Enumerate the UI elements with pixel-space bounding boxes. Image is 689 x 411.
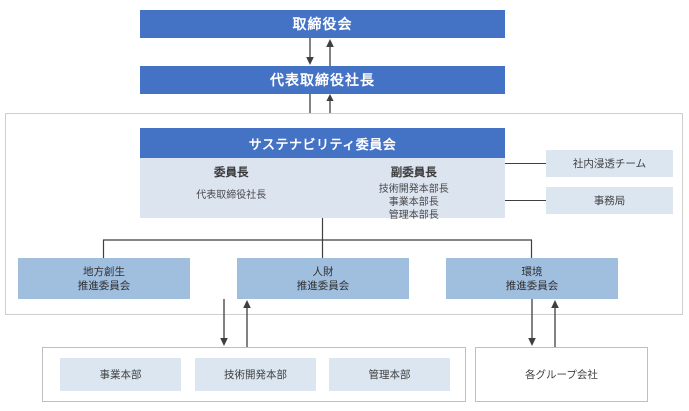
sustainability-vicechair-name-0: 技術開発本部長 (378, 184, 449, 195)
connector-board-to-ceo (306, 38, 334, 66)
sustainability-chair-column: 委員長 代表取締役社長 (140, 158, 323, 218)
committee-0-line2: 推進委員会 (77, 279, 131, 292)
committee-2-line2: 推進委員会 (505, 279, 559, 292)
sustainability-chair-role: 委員長 (214, 167, 249, 179)
division-2-label: 管理本部 (368, 369, 411, 381)
box-secretariat-label: 事務局 (593, 195, 626, 207)
box-division-administration: 管理本部 (329, 358, 450, 391)
box-committee-human-resources: 人財 推進委員会 (237, 258, 409, 299)
box-ceo-label: 代表取締役社長 (270, 72, 375, 88)
sustainability-chair-name: 代表取締役社長 (196, 190, 267, 201)
box-board-of-directors: 取締役会 (140, 10, 505, 38)
box-division-technology-development: 技術開発本部 (195, 358, 316, 391)
connector-to-secretariat (505, 200, 546, 201)
box-committee-regional-revitalization: 地方創生 推進委員会 (18, 258, 190, 299)
division-0-label: 事業本部 (99, 369, 142, 381)
box-committee-environment: 環境 推進委員会 (446, 258, 618, 299)
group-companies-container: 各グループ会社 (475, 347, 648, 402)
connector-committees-to-divisions (220, 299, 251, 347)
box-board-of-directors-label: 取締役会 (292, 16, 353, 32)
box-sustainability-committee-body: 委員長 代表取締役社長 副委員長 技術開発本部長 事業本部長 管理本部長 (140, 158, 506, 221)
sustainability-vicechair-column: 副委員長 技術開発本部長 事業本部長 管理本部長 (323, 158, 506, 221)
sustainability-vicechair-name-2: 管理本部長 (388, 210, 439, 221)
box-division-business: 事業本部 (60, 358, 181, 391)
box-internal-awareness-team-label: 社内浸透チーム (572, 158, 647, 170)
box-sustainability-committee-header: サステナビリティ委員会 (140, 128, 505, 158)
box-ceo: 代表取締役社長 (140, 66, 505, 94)
sustainability-committee-title: サステナビリティ委員会 (248, 136, 397, 152)
box-secretariat: 事務局 (546, 187, 673, 214)
box-internal-awareness-team: 社内浸透チーム (546, 150, 673, 177)
connector-to-internal-team (505, 163, 546, 164)
sustainability-vicechair-name-1: 事業本部長 (388, 197, 439, 208)
group-companies-label: 各グループ会社 (525, 369, 598, 381)
connector-bus-to-committees (102, 218, 533, 258)
committee-1-line1: 人財 (312, 265, 334, 278)
division-1-label: 技術開発本部 (224, 369, 287, 381)
committee-2-line1: 環境 (521, 265, 543, 278)
committee-1-line2: 推進委員会 (296, 279, 350, 292)
sustainability-vicechair-role: 副委員長 (390, 167, 437, 179)
committee-0-line1: 地方創生 (83, 265, 125, 278)
connector-committees-to-group-companies (528, 299, 559, 347)
